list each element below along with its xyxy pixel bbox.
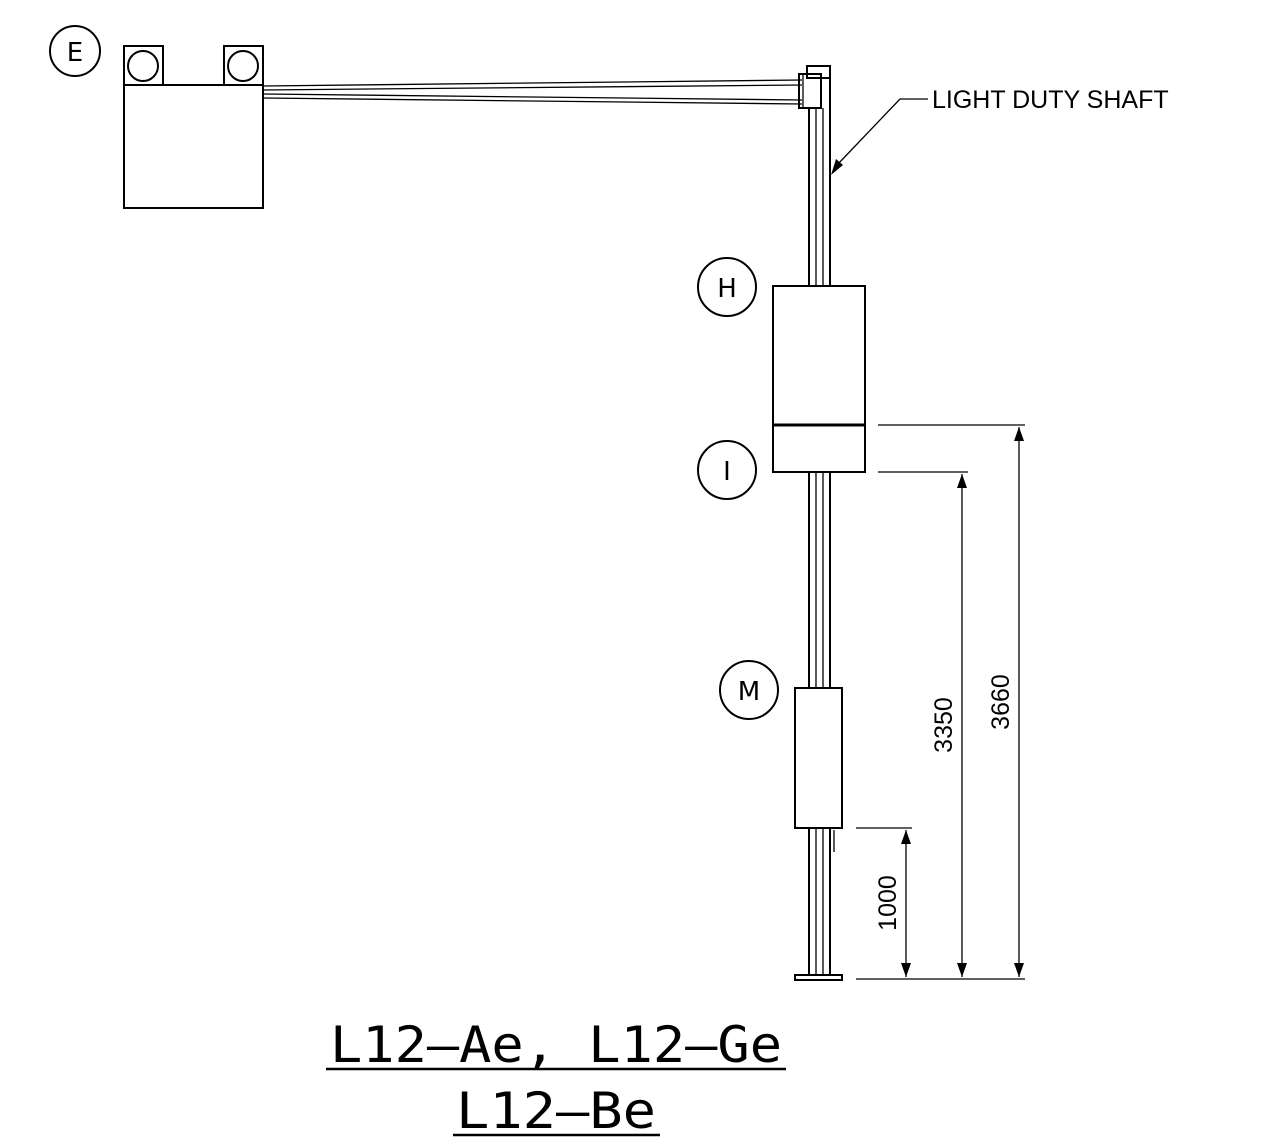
shaft-leader: LIGHT DUTY SHAFT (831, 86, 1169, 175)
title-line-2: L12–Be (456, 1082, 656, 1140)
dimension-3660-label: 3660 (987, 674, 1015, 730)
tag-h: H (697, 257, 757, 317)
signal-lamp-left (127, 50, 159, 82)
signal-lamp-box-right (223, 45, 264, 86)
pedestrian-box-m (794, 687, 843, 829)
dimension-3350-label: 3350 (930, 697, 958, 753)
dimension-1000-label: 1000 (874, 875, 902, 931)
light-duty-shaft (808, 70, 831, 286)
signal-lamp-right (227, 50, 259, 82)
svg-text:I: I (723, 457, 731, 487)
extension-lines (856, 424, 1025, 980)
tag-e: E (49, 25, 101, 77)
signal-head-housing (123, 84, 264, 209)
dimension-3350: 3350 (930, 474, 967, 977)
equipment-box-h (772, 285, 866, 473)
title-line-1: L12–Ae, L12–Ge (330, 1016, 782, 1074)
tag-m: M (719, 660, 779, 720)
lower-shaft (808, 828, 835, 975)
dimension-1000: 1000 (874, 830, 911, 977)
tag-i: I (697, 440, 757, 500)
signal-head-e (123, 45, 264, 209)
middle-shaft (808, 472, 831, 688)
svg-text:E: E (67, 38, 83, 68)
svg-text:M: M (738, 677, 760, 707)
drawing-title: L12–Ae, L12–Ge L12–Be (326, 1016, 786, 1140)
signal-lamp-box-left (123, 45, 164, 86)
shaft-label: LIGHT DUTY SHAFT (932, 86, 1169, 114)
dimension-3660: 3660 (987, 427, 1024, 977)
outreach-arm (262, 79, 803, 105)
svg-text:H: H (717, 274, 737, 304)
arm-bracket (798, 65, 831, 109)
base-plate (794, 974, 843, 981)
